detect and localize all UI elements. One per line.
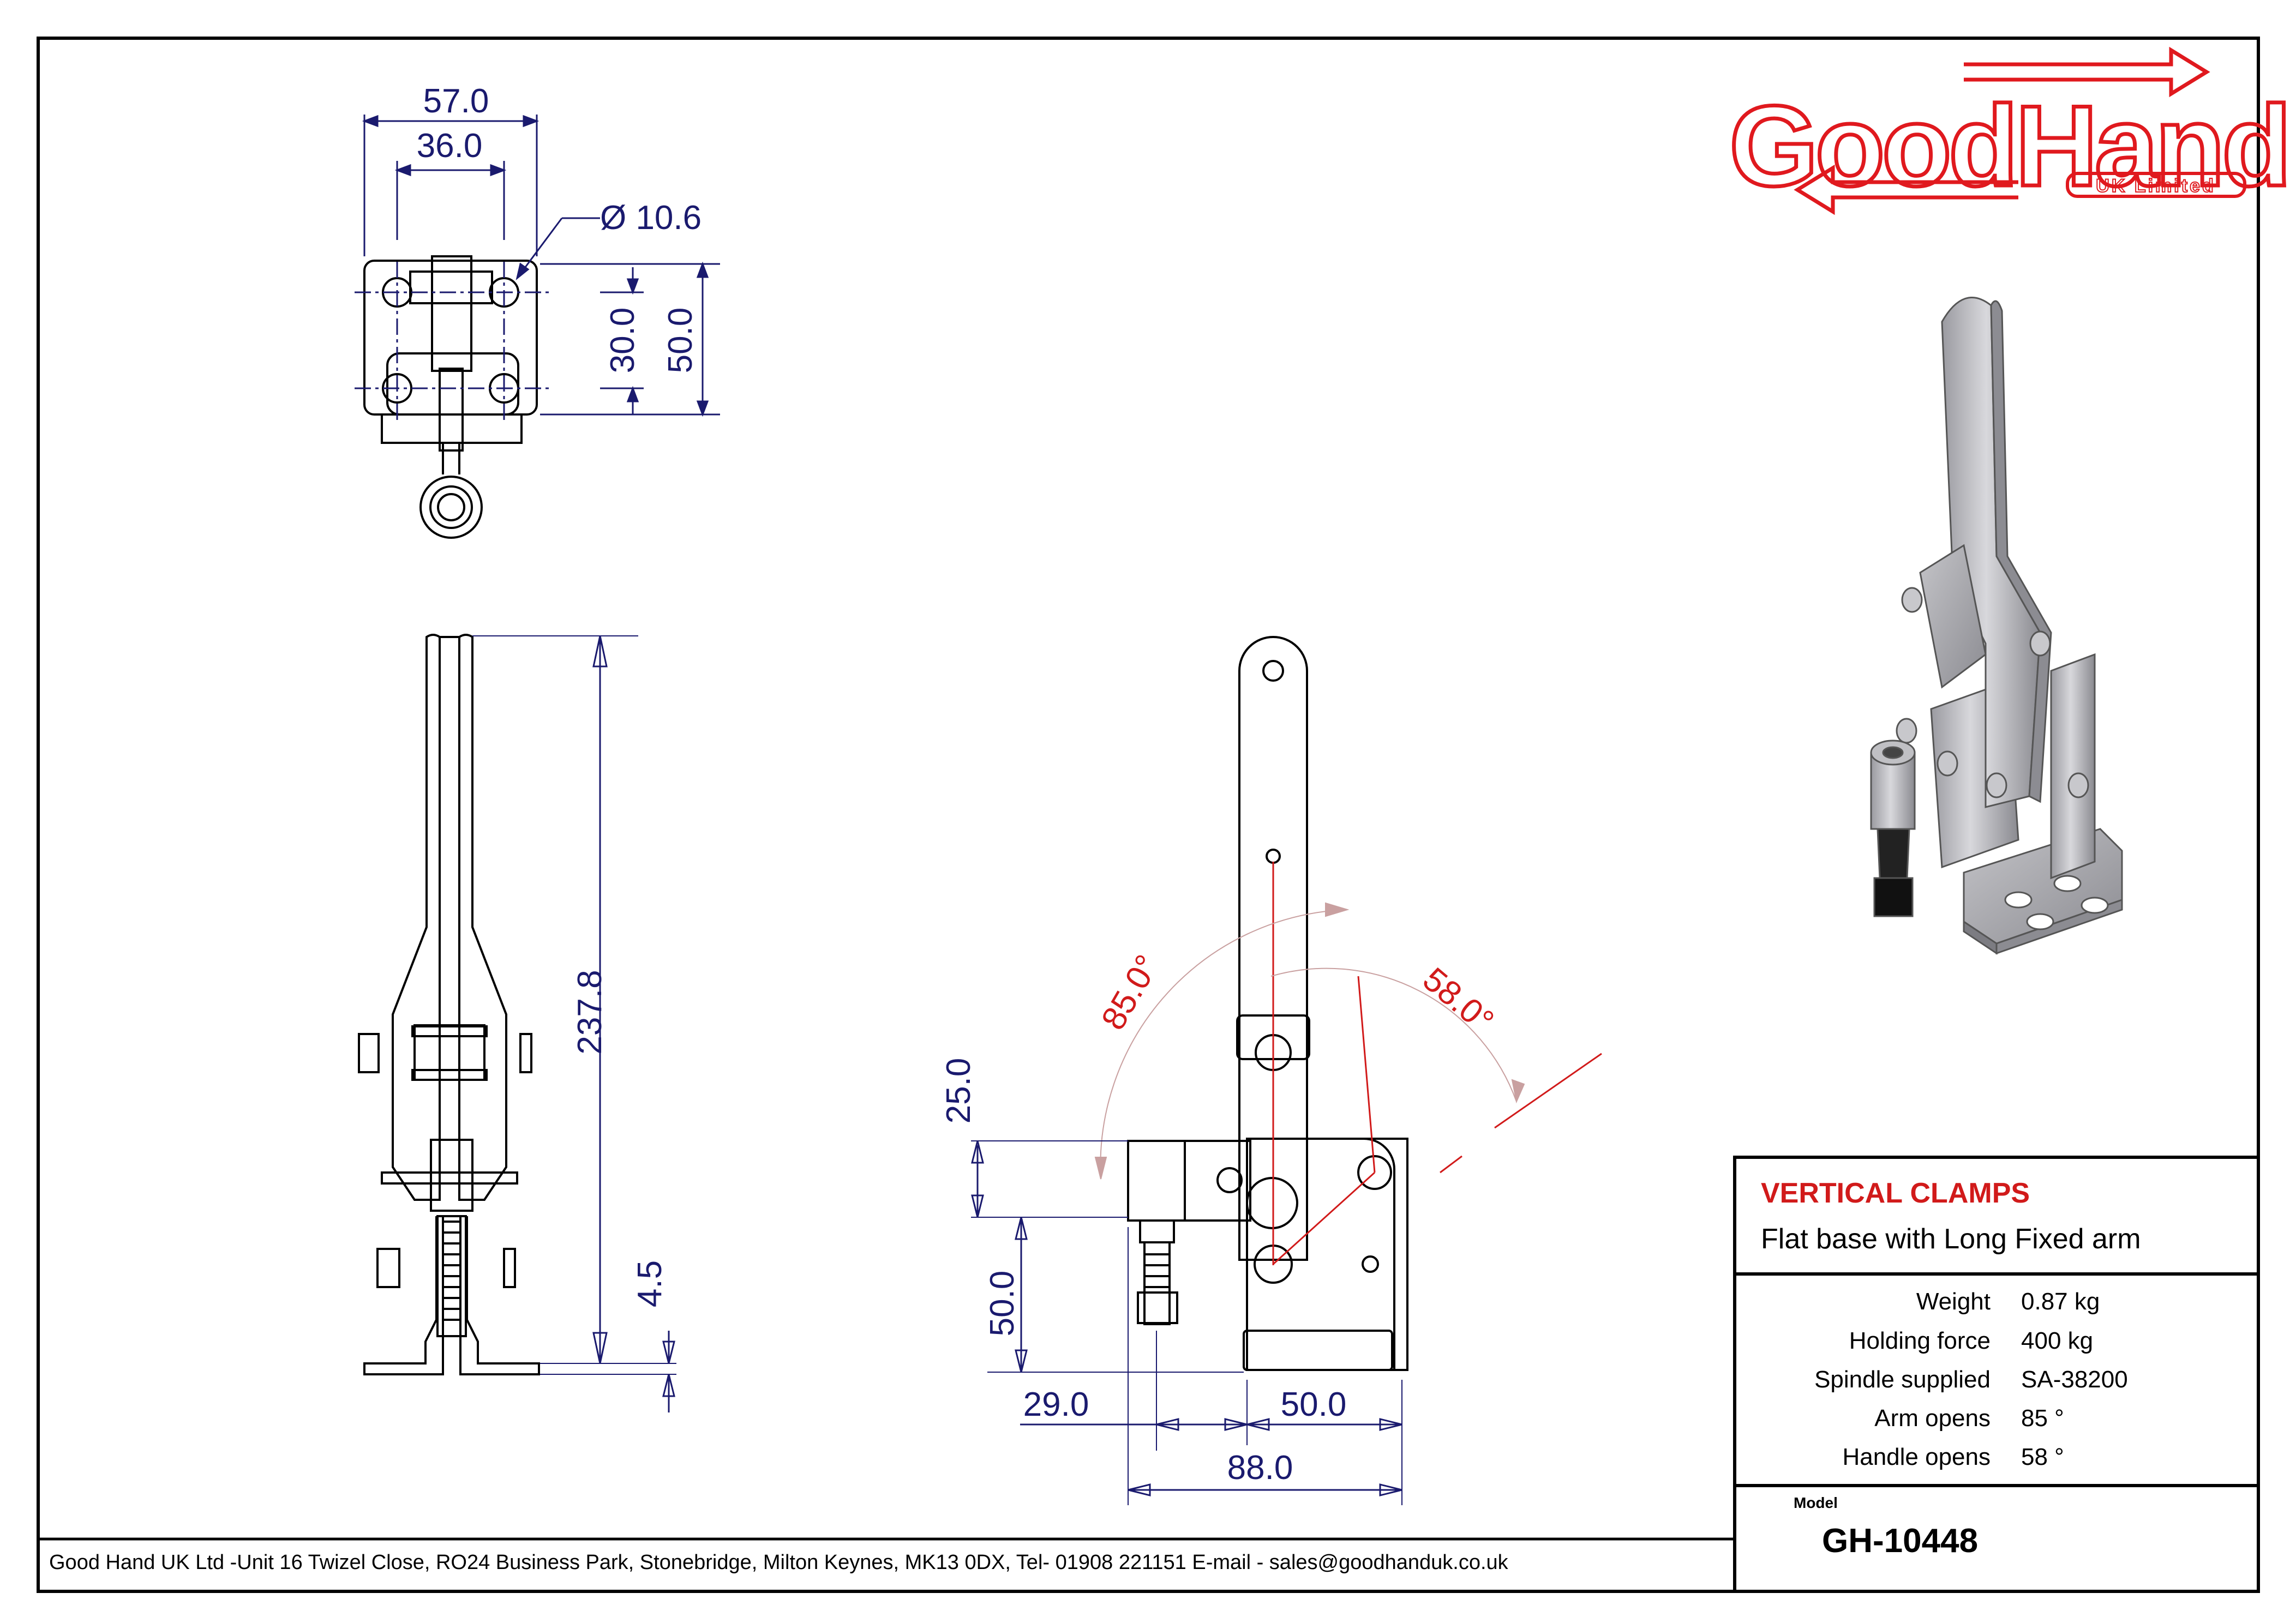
logo-tagline: UK Limited: [2096, 176, 2215, 196]
spec-label-holding-force: Holding force: [1849, 1327, 1991, 1354]
spec-value-spindle-supplied: SA-38200: [2021, 1366, 2128, 1393]
spec-label-handle-opens: Handle opens: [1842, 1444, 1991, 1470]
dim-spindle-height-a: 25.0: [940, 1058, 978, 1124]
spec-value-holding-force: 400 kg: [2021, 1327, 2094, 1354]
top-view: [363, 255, 538, 539]
logo-tagline-box: [2066, 172, 2246, 198]
logo-arrow-right-icon: [1964, 46, 2210, 98]
title-block-frame: [1733, 1156, 2260, 1593]
dim-top-width-outer: 57.0: [423, 82, 489, 120]
spec-label-arm-opens: Arm opens: [1874, 1405, 1991, 1432]
dim-total-length: 88.0: [1227, 1449, 1293, 1487]
spec-value-weight: 0.87 kg: [2021, 1288, 2100, 1315]
spec-value-handle-opens: 58 °: [2021, 1444, 2064, 1470]
angle-arm-open: 85.0°: [1094, 949, 1166, 1036]
dim-top-width-inner: 36.0: [417, 127, 483, 165]
spec-label-weight: Weight: [1916, 1288, 1991, 1315]
front-view: [358, 634, 540, 1375]
front-view-dimension-lines: [472, 635, 676, 1412]
side-view: [1127, 636, 1408, 1371]
dim-base-length: 50.0: [1281, 1386, 1347, 1423]
goodhand-logo: GoodHand UK Limited: [1728, 46, 2294, 215]
dim-spindle-height-b: 50.0: [984, 1271, 1021, 1337]
dim-base-depth: 50.0: [662, 308, 699, 374]
title-block-subtitle: Flat base with Long Fixed arm: [1761, 1223, 2141, 1255]
company-footer: Good Hand UK Ltd -Unit 16 Twizel Close, …: [49, 1551, 1508, 1574]
dim-hole-diameter: Ø 10.6: [600, 199, 702, 237]
side-view-dimension-lines: [971, 1140, 1402, 1505]
model-label: Model: [1794, 1494, 1838, 1511]
side-view-angle-lines: [1272, 862, 1602, 1265]
logo-arrow-left-icon: [1794, 164, 2018, 215]
sheet-border: [37, 37, 2260, 1593]
side-view-angle-arcs: [1094, 902, 1525, 1180]
top-view-dimension-lines: [362, 115, 720, 417]
spec-label-spindle-supplied: Spindle supplied: [1814, 1366, 1991, 1393]
title-block-title: VERTICAL CLAMPS: [1761, 1177, 2030, 1209]
spec-value-arm-opens: 85 °: [2021, 1405, 2064, 1432]
dim-spindle-offset: 29.0: [1023, 1386, 1089, 1423]
model-number: GH-10448: [1822, 1522, 1979, 1560]
logo-wordmark: GoodHand: [1729, 82, 2288, 210]
dim-foot-thickness: 4.5: [631, 1260, 669, 1307]
top-view-centerlines: [355, 262, 551, 420]
angle-handle-open: 58.0°: [1416, 960, 1501, 1040]
dim-overall-height: 237.8: [571, 970, 609, 1054]
dim-hole-pitch: 30.0: [604, 308, 642, 374]
clamp-3d-render: [1870, 297, 2123, 955]
